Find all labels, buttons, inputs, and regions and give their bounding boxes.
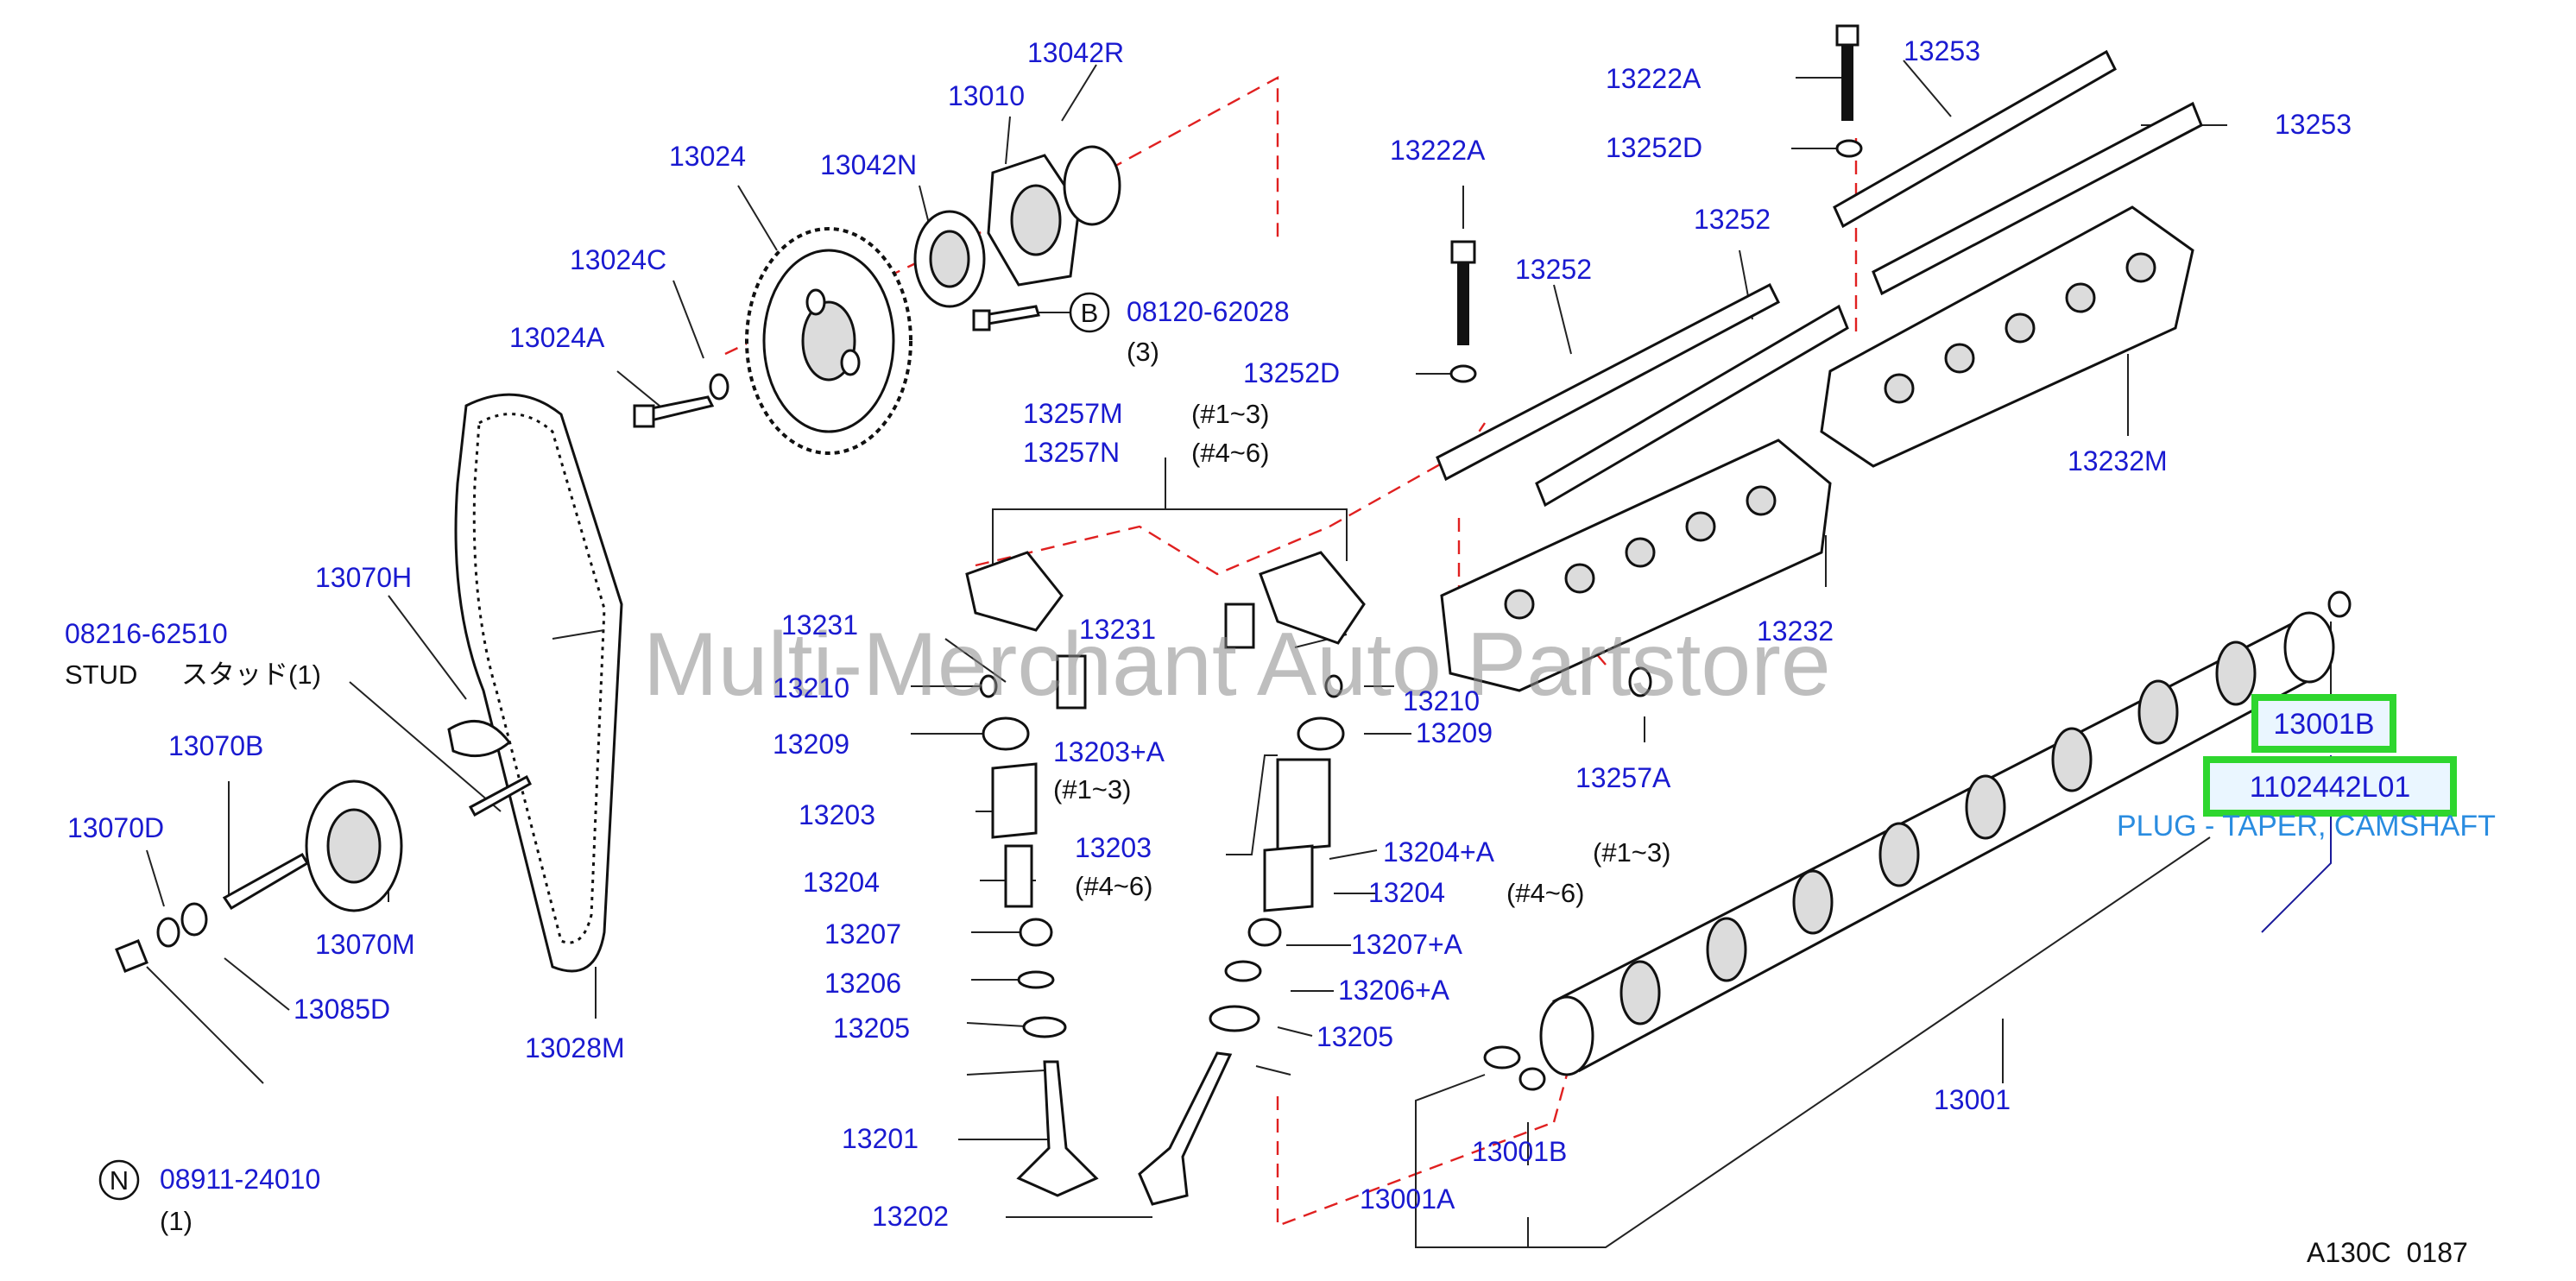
circle-b-marker: [1069, 292, 1110, 333]
callout-13001[interactable]: 13001: [1934, 1084, 2011, 1115]
callout-13203-right[interactable]: 13203: [1075, 832, 1152, 863]
rocker-housings: [1440, 205, 2194, 692]
callout-13209-right[interactable]: 13209: [1416, 717, 1493, 748]
callout-stud: STUD: [65, 659, 137, 690]
circled-letters: B N: [98, 292, 1110, 1201]
valve-train-right: [1138, 603, 1652, 1206]
rocker-shafts: [1436, 49, 2203, 508]
valve-train-left: [979, 654, 1099, 1197]
callout-13257n-note: (#4~6): [1191, 438, 1269, 468]
callout-13070b[interactable]: 13070B: [168, 730, 263, 761]
rocker-arms: [965, 551, 1366, 645]
callout-13257m[interactable]: 13257M: [1023, 398, 1123, 429]
callout-labels: 13042R 13010 13024 13042N 13024C 13024A …: [65, 35, 2352, 1236]
callout-13257a[interactable]: 13257A: [1575, 762, 1671, 793]
callout-13085d[interactable]: 13085D: [294, 994, 390, 1025]
callout-13209-left[interactable]: 13209: [773, 729, 849, 760]
callout-stud-jp: スタッド(1): [181, 659, 321, 690]
callout-08911-24010[interactable]: 08911-24010: [160, 1164, 320, 1195]
circle-b-label: B: [1081, 298, 1099, 328]
callout-13070h[interactable]: 13070H: [315, 562, 412, 593]
callout-13203-left[interactable]: 13203: [799, 799, 875, 830]
callout-13024a[interactable]: 13024A: [509, 322, 605, 353]
highlight-box-oem-number[interactable]: [2203, 756, 2457, 817]
highlighted-part: 13001B 1102442L01 PLUG - TAPER, CAMSHAFT: [2117, 694, 2496, 842]
diagram-code: A130C 0187: [2307, 1237, 2468, 1268]
callout-13070d[interactable]: 13070D: [67, 812, 164, 843]
callout-13204-right-note: (#4~6): [1506, 878, 1584, 908]
callout-13204a[interactable]: 13204+A: [1383, 836, 1495, 868]
timing-belt: [454, 393, 623, 973]
callout-13204-left[interactable]: 13204: [803, 867, 880, 898]
highlight-description: PLUG - TAPER, CAMSHAFT: [2117, 810, 2496, 842]
callout-08216-62510[interactable]: 08216-62510: [65, 618, 228, 649]
callout-08120-62028[interactable]: 08120-62028: [1127, 296, 1290, 327]
callout-13252-b[interactable]: 13252: [1515, 254, 1592, 285]
camshaft: [1483, 590, 2352, 1091]
watermark: Multi-Merchant Auto Partstore: [643, 615, 1831, 715]
callout-13010[interactable]: 13010: [948, 80, 1025, 111]
callout-13206a[interactable]: 13206+A: [1338, 975, 1450, 1006]
callout-13201[interactable]: 13201: [842, 1123, 919, 1154]
callout-13232m[interactable]: 13232M: [2068, 445, 2168, 476]
callout-13231-right[interactable]: 13231: [1079, 614, 1156, 645]
callout-13024[interactable]: 13024: [669, 141, 746, 172]
highlight-oem-number[interactable]: 1102442L01: [2250, 771, 2411, 804]
callout-13028m[interactable]: 13028M: [525, 1032, 625, 1063]
callout-13001a[interactable]: 13001A: [1360, 1183, 1455, 1215]
callout-13252d-mid[interactable]: 13252D: [1243, 357, 1340, 388]
callout-13253-b[interactable]: 13253: [2275, 109, 2352, 140]
callout-13207a[interactable]: 13207+A: [1351, 929, 1463, 960]
callout-13042r[interactable]: 13042R: [1027, 37, 1124, 68]
bolts: [633, 24, 1863, 428]
callout-13070m[interactable]: 13070M: [315, 929, 415, 960]
callout-13257n[interactable]: 13257N: [1023, 437, 1120, 468]
seal-and-retainer: [913, 145, 1121, 308]
cam-sprocket: [745, 227, 912, 455]
callout-13257m-note: (#1~3): [1191, 399, 1269, 429]
callout-13202[interactable]: 13202: [872, 1201, 949, 1232]
belt-tensioner: [115, 719, 532, 973]
callout-13205-right[interactable]: 13205: [1316, 1021, 1393, 1052]
callout-13253-a[interactable]: 13253: [1904, 35, 1980, 66]
circle-n-marker: [98, 1159, 140, 1201]
callout-13042n[interactable]: 13042N: [820, 149, 917, 180]
callout-13210-right[interactable]: 13210: [1403, 685, 1480, 716]
callout-13222a-top[interactable]: 13222A: [1606, 63, 1702, 94]
callout-13024c[interactable]: 13024C: [570, 244, 666, 275]
callout-13203a-note: (#1~3): [1053, 774, 1131, 805]
circle-n-label: N: [110, 1165, 129, 1196]
highlight-box-part-number[interactable]: [2251, 694, 2396, 753]
callout-13252d-top[interactable]: 13252D: [1606, 132, 1702, 163]
callout-08120-qty: (3): [1127, 337, 1159, 367]
callout-13252-a[interactable]: 13252: [1694, 204, 1771, 235]
callout-13232[interactable]: 13232: [1757, 615, 1834, 647]
callout-08911-qty: (1): [160, 1206, 193, 1236]
callout-13204a-note: (#1~3): [1593, 837, 1670, 868]
callout-13204-right[interactable]: 13204: [1368, 877, 1445, 908]
callout-13203-right-note: (#4~6): [1075, 871, 1152, 901]
callout-13203a[interactable]: 13203+A: [1053, 736, 1165, 767]
callout-13001b-lower[interactable]: 13001B: [1472, 1136, 1567, 1167]
callout-13231-left[interactable]: 13231: [781, 609, 858, 640]
callout-13222a-mid[interactable]: 13222A: [1390, 135, 1486, 166]
callout-13205-left[interactable]: 13205: [833, 1013, 910, 1044]
callout-13206[interactable]: 13206: [824, 968, 901, 999]
callout-13207[interactable]: 13207: [824, 918, 901, 950]
callout-13210-left[interactable]: 13210: [773, 672, 849, 704]
highlight-part-number[interactable]: 13001B: [2273, 708, 2374, 741]
